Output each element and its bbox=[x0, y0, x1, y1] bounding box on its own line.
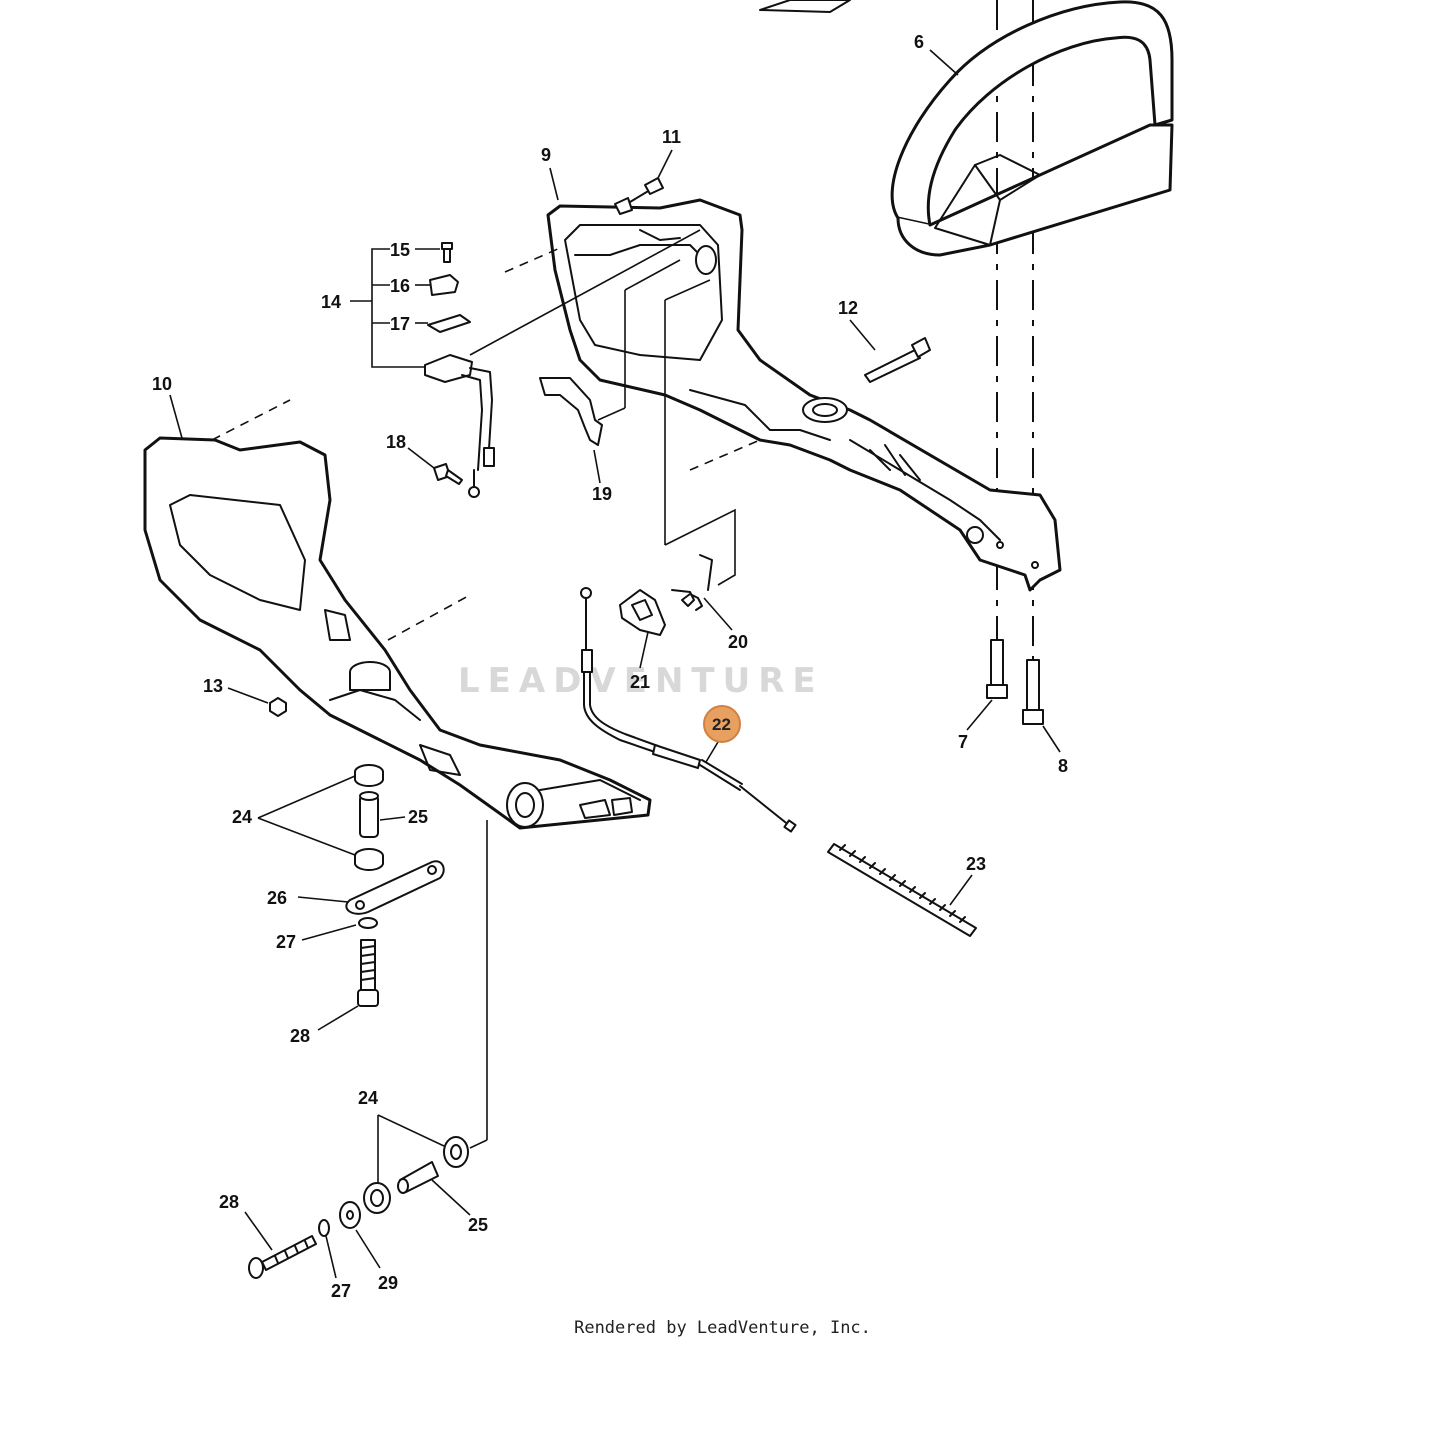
leader-28-upper bbox=[317, 1005, 359, 1031]
callout-7: 7 bbox=[958, 732, 968, 752]
cap-part-16 bbox=[429, 274, 459, 296]
callout-8: 8 bbox=[1058, 756, 1068, 776]
screw-part-18 bbox=[433, 463, 463, 485]
screw-part-11 bbox=[614, 177, 664, 215]
leader-9 bbox=[549, 167, 559, 201]
sleeve-part-25-upper bbox=[359, 791, 379, 838]
callout-15: 15 bbox=[390, 240, 410, 260]
dash-9-b bbox=[689, 439, 761, 471]
leader-25-upper bbox=[379, 816, 406, 821]
leader-6 bbox=[929, 49, 959, 76]
leader-21 bbox=[639, 631, 649, 669]
callout-19: 19 bbox=[592, 484, 612, 504]
lever-part-21 bbox=[619, 589, 666, 636]
nut-part-13 bbox=[269, 697, 287, 717]
leader-24-upper-b bbox=[257, 817, 356, 856]
callout-24-lower: 24 bbox=[358, 1088, 378, 1108]
leader-23 bbox=[949, 874, 973, 906]
callout-9: 9 bbox=[541, 145, 551, 165]
watermark: LEADVENTURE bbox=[458, 661, 824, 701]
rear-handle-lower-part-10 bbox=[143, 436, 652, 830]
trigger-part-19 bbox=[539, 259, 681, 446]
screw-part-28-upper bbox=[357, 939, 379, 1007]
leader-12 bbox=[849, 319, 876, 351]
blade-fragment bbox=[759, 0, 851, 13]
leader-8 bbox=[1042, 725, 1061, 753]
leader-19 bbox=[593, 449, 601, 484]
callout-24-upper: 24 bbox=[232, 807, 252, 827]
threaded-rod-part-23 bbox=[827, 843, 977, 937]
callout-10: 10 bbox=[152, 374, 172, 394]
callout-28-upper: 28 bbox=[290, 1026, 310, 1046]
leader-22 bbox=[705, 741, 719, 763]
washer-part-27-upper bbox=[358, 917, 378, 929]
bolt-part-7 bbox=[986, 639, 1008, 699]
dash-10-b bbox=[387, 594, 471, 641]
leader-7 bbox=[966, 699, 993, 731]
leader-26 bbox=[297, 896, 349, 903]
callout-25-upper: 25 bbox=[408, 807, 428, 827]
throttle-cable-part-22 bbox=[580, 587, 797, 833]
dash-9-a bbox=[504, 247, 561, 273]
switch-assembly-part-14 bbox=[424, 229, 701, 498]
leader-29 bbox=[355, 1229, 381, 1269]
screw-part-28-lower bbox=[248, 1235, 317, 1279]
callout-18: 18 bbox=[386, 432, 406, 452]
leader-28-lower bbox=[244, 1211, 273, 1251]
leader-20 bbox=[703, 597, 733, 631]
bracket-14 bbox=[371, 248, 425, 368]
sleeve-part-25-lower bbox=[397, 1161, 439, 1194]
grommet-part-24-lower-a bbox=[443, 1136, 469, 1168]
leader-11 bbox=[657, 149, 673, 179]
callout-6: 6 bbox=[914, 32, 924, 52]
leader-24-lower-a bbox=[377, 1114, 445, 1147]
callout-17: 17 bbox=[390, 314, 410, 334]
callout-16: 16 bbox=[390, 276, 410, 296]
callout-22[interactable]: 22 bbox=[712, 715, 731, 734]
plate-part-26 bbox=[345, 860, 445, 915]
plate-part-17 bbox=[427, 314, 471, 333]
grommet-part-24-upper-b bbox=[354, 848, 384, 871]
front-handle-part-6 bbox=[890, 0, 1174, 257]
screw-part-15 bbox=[441, 242, 453, 263]
spring-part-20 bbox=[664, 279, 736, 611]
rear-handle-housing-part-9 bbox=[546, 198, 1062, 592]
grommet-part-24-upper-a bbox=[354, 764, 384, 787]
leader-10 bbox=[169, 394, 183, 439]
assembly-line-lower-b bbox=[469, 1139, 488, 1149]
washer-part-27-lower bbox=[318, 1219, 330, 1237]
callout-27-upper: 27 bbox=[276, 932, 296, 952]
callout-26: 26 bbox=[267, 888, 287, 908]
callout-14: 14 bbox=[321, 292, 341, 312]
render-credit: Rendered by LeadVenture, Inc. bbox=[574, 1318, 871, 1338]
leader-25-lower bbox=[431, 1179, 471, 1216]
bolt-part-8 bbox=[1022, 659, 1044, 725]
callout-23: 23 bbox=[966, 854, 986, 874]
callout-12: 12 bbox=[838, 298, 858, 318]
leader-27-lower bbox=[325, 1235, 337, 1279]
callout-29: 29 bbox=[378, 1273, 398, 1293]
callout-13: 13 bbox=[203, 676, 223, 696]
washer-part-29 bbox=[339, 1201, 361, 1229]
highlight-circle-22[interactable] bbox=[703, 705, 741, 743]
dash-10-a bbox=[211, 399, 291, 441]
callout-28-lower: 28 bbox=[219, 1192, 239, 1212]
callout-20: 20 bbox=[728, 632, 748, 652]
leader-18 bbox=[407, 447, 435, 469]
callout-11: 11 bbox=[662, 127, 681, 147]
bolt-part-12 bbox=[864, 337, 931, 383]
callout-27-lower: 27 bbox=[331, 1281, 351, 1301]
callout-21: 21 bbox=[630, 672, 650, 692]
leader-24-upper-a bbox=[257, 775, 356, 819]
grommet-part-24-lower-b bbox=[363, 1182, 391, 1214]
leader-27-upper bbox=[301, 924, 357, 941]
leader-13 bbox=[227, 687, 269, 704]
callout-25-lower: 25 bbox=[468, 1215, 488, 1235]
